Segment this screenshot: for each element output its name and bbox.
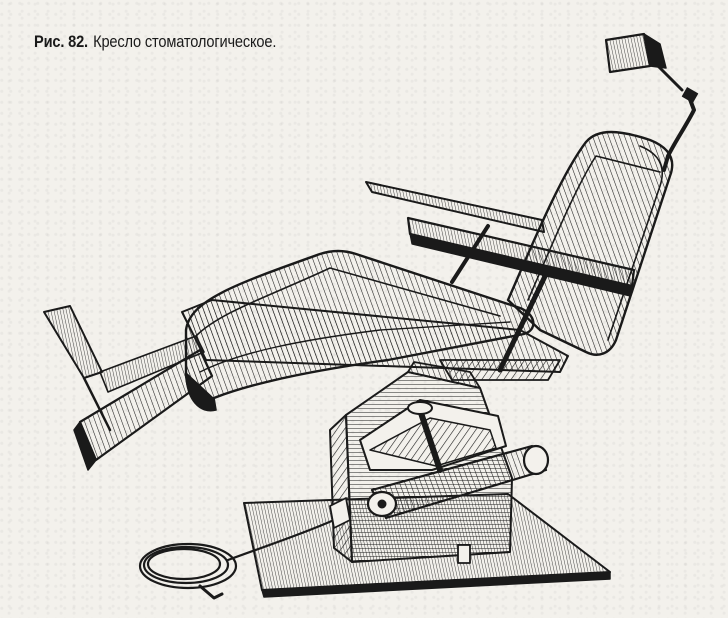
seat-cushion: [184, 249, 535, 412]
headrest: [604, 32, 699, 172]
coiled-cable: [138, 518, 336, 600]
figure-title: Кресло стоматологическое.: [93, 32, 277, 51]
backrest: [506, 130, 674, 356]
footrest: [43, 305, 214, 471]
armrest-left: [365, 181, 545, 233]
armrest-right: [406, 216, 636, 373]
pump-lever: [329, 444, 550, 529]
figure-label: Рис. 82.: [34, 32, 88, 51]
pump-mechanism: [359, 399, 507, 473]
figure-caption: Рис. 82. Кресло стоматологическое.: [34, 32, 276, 52]
